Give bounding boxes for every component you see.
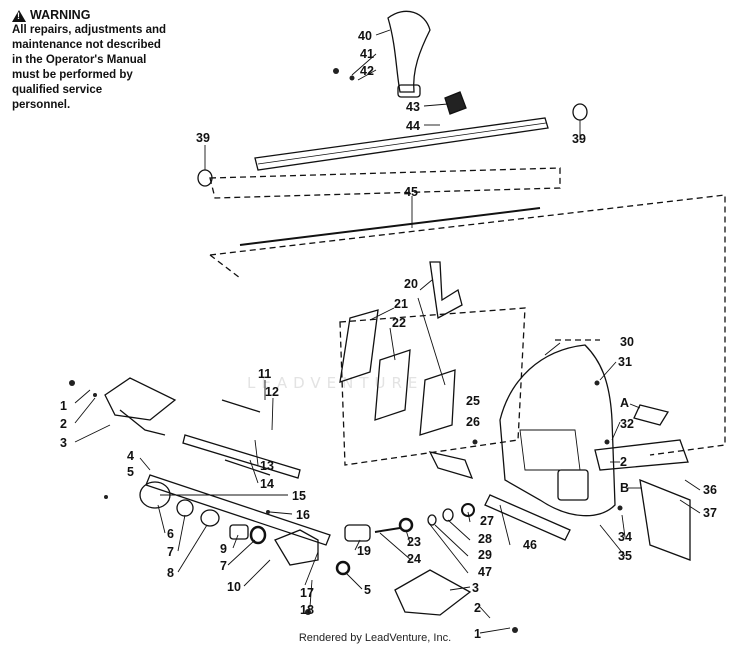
callout-label: 29 — [478, 548, 492, 562]
callout-label: 6 — [167, 527, 174, 541]
callout-label: 3 — [60, 436, 67, 450]
callout-label: 10 — [227, 580, 241, 594]
warning-title: WARNING — [30, 8, 91, 22]
callout-label: 3 — [472, 581, 479, 595]
callout-label: 44 — [406, 119, 420, 133]
callout-label: 5 — [364, 583, 371, 597]
warning-notice: WARNING All repairs, adjustments and mai… — [12, 8, 202, 113]
callout-label: 31 — [618, 355, 632, 369]
callout-label: 2 — [620, 455, 627, 469]
deflector — [639, 478, 691, 561]
callout-label: 14 — [260, 477, 274, 491]
housing — [499, 344, 616, 517]
warning-line: All repairs, adjustments and — [12, 24, 167, 36]
warning-line: maintenance not described — [12, 39, 161, 51]
warning-line: personnel. — [12, 99, 71, 111]
watermark: LEADVENTURE — [247, 374, 424, 392]
warning-line: in the Operator's Manual — [12, 54, 147, 66]
impeller — [394, 569, 472, 616]
callout-label: 1 — [60, 399, 67, 413]
callout-label: 45 — [404, 185, 418, 199]
callout-label: 46 — [523, 538, 537, 552]
callout-label: 4 — [127, 449, 134, 463]
callout-label: 27 — [480, 514, 494, 528]
callout-label: 16 — [296, 508, 310, 522]
guide — [594, 439, 689, 471]
bracket — [484, 494, 571, 541]
auger-shaft — [145, 474, 331, 546]
rod — [239, 207, 541, 246]
bracket-arm — [428, 451, 474, 479]
assembly-outline — [209, 167, 726, 466]
callout-labels: 1 2 3 4 5 6 7 8 9 7 10 11 12 13 14 15 16… — [60, 29, 717, 641]
callout-label: 25 — [466, 394, 480, 408]
callout-label: 7 — [167, 545, 174, 559]
plate — [374, 349, 411, 421]
callout-label: 8 — [167, 566, 174, 580]
warning-line: must be performed by — [12, 69, 133, 81]
callout-label: 37 — [703, 506, 717, 520]
callout-label: 28 — [478, 532, 492, 546]
gear-case — [274, 529, 319, 566]
callout-label: 18 — [300, 603, 314, 617]
leader-lines — [74, 29, 701, 634]
callout-label: 36 — [703, 483, 717, 497]
callout-label: 22 — [392, 316, 406, 330]
callout-label: 20 — [404, 277, 418, 291]
callout-label: 40 — [358, 29, 372, 43]
callout-label: 39 — [196, 131, 210, 145]
callout-label: 30 — [620, 335, 634, 349]
callout-label: A — [620, 396, 629, 410]
small-plate — [633, 404, 670, 426]
callout-label: 13 — [260, 459, 274, 473]
plate — [419, 369, 456, 436]
footer-credit: Rendered by LeadVenture, Inc. — [298, 632, 452, 644]
warning-line: qualified service — [12, 84, 103, 96]
callout-label: 15 — [292, 489, 306, 503]
callout-label: 2 — [474, 601, 481, 615]
shaft — [254, 117, 549, 171]
callout-label: 35 — [618, 549, 632, 563]
callout-label: 11 — [258, 367, 271, 381]
callout-label: 7 — [220, 559, 227, 573]
callout-label: 17 — [300, 586, 314, 600]
callout-label: 19 — [357, 544, 371, 558]
callout-label: B — [620, 481, 629, 495]
callout-label: 12 — [265, 385, 279, 399]
bushing — [572, 103, 588, 121]
warning-icon — [12, 9, 26, 22]
callout-label: 47 — [478, 565, 492, 579]
callout-label: 1 — [474, 627, 481, 641]
callout-label: 9 — [220, 542, 227, 556]
callout-label: 34 — [618, 530, 632, 544]
drive-shaft — [182, 434, 301, 479]
callout-label: 2 — [60, 417, 67, 431]
lever — [387, 10, 431, 93]
callout-label: 43 — [406, 100, 420, 114]
callout-label: 41 — [360, 47, 374, 61]
callout-label: 26 — [466, 415, 480, 429]
callout-label: 42 — [360, 64, 374, 78]
callout-label: 21 — [394, 297, 408, 311]
spacer — [344, 524, 371, 542]
impeller — [104, 377, 177, 421]
callout-label: 24 — [407, 552, 421, 566]
callout-label: 23 — [407, 535, 421, 549]
callout-label: 39 — [572, 132, 586, 146]
handle — [429, 261, 463, 320]
plate — [339, 309, 379, 383]
callout-label: 5 — [127, 465, 134, 479]
callout-label: 32 — [620, 417, 634, 431]
fasteners — [69, 68, 623, 633]
warning-title-row: WARNING — [12, 8, 202, 23]
